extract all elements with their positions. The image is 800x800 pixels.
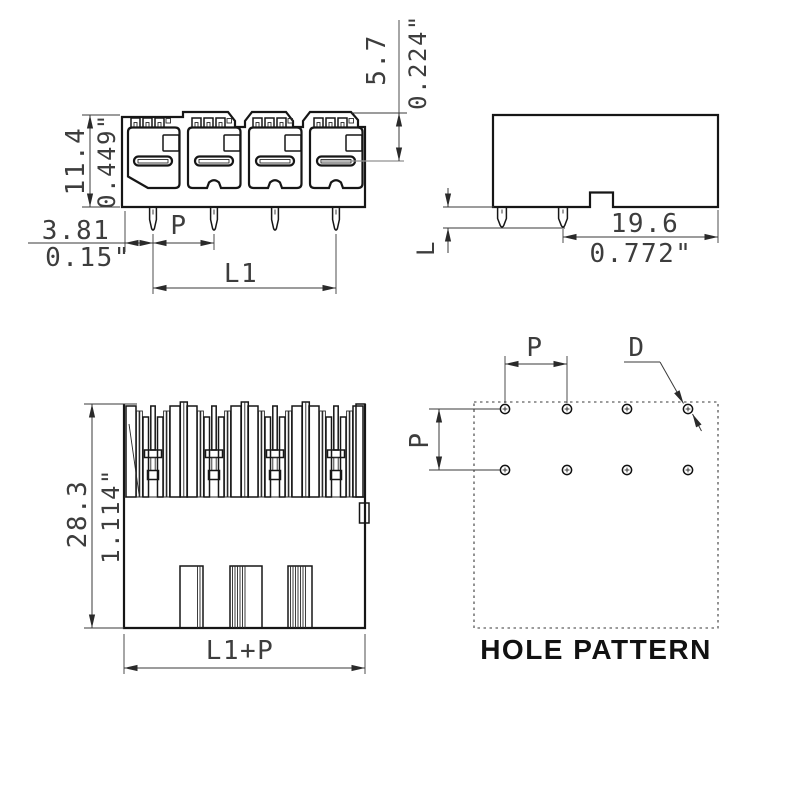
mated-height-mm-label: 28.3 [63,480,93,549]
dim-hole-diameter: D [624,333,702,432]
hole-pitch-h-label: P [526,333,543,363]
hole-pattern-view: P P D HOLE PATTERN [405,333,719,665]
front-height-mm-label: 11.4 [61,127,91,196]
cell-1-outline [126,126,181,190]
dim-mate-depth: 5.7 0.224" [320,14,432,162]
comb-diagonal-line [128,423,140,495]
dim-front-height: 11.4 0.449" [61,113,121,209]
dim-pin-length: L [412,188,565,256]
dim-mated-height: 28.3 1.114" [63,403,137,629]
mated-comb-cells [125,401,366,498]
pin-length-label: L [412,240,440,256]
comb-right-wall [355,403,366,498]
side-pins [496,206,569,228]
cell-4-outline [308,126,364,190]
hole-pattern-title: HOLE PATTERN [480,634,712,665]
holes [499,403,694,476]
dim-pin-offset: 3.81 0.15" [28,211,153,273]
mate-depth-mm-label: 5.7 [362,34,392,85]
pcb-outline-dashed [473,401,719,629]
pin-offset-mm-label: 3.81 [42,216,111,246]
mated-latches [179,565,313,629]
side-view: L 19.6 0.772" [412,113,720,269]
front-pitch-label: P [170,211,187,241]
mated-height-in-label: 1.114" [97,468,125,564]
front-span-label: L1 [224,259,258,289]
castellation-teeth [130,117,354,129]
cell-3-outline [247,126,303,190]
hole-diameter-label: D [628,333,645,363]
contact-cells [126,126,364,190]
mated-view: 28.3 1.114" L1+P [63,401,370,674]
dim-hole-pitch-vertical: P [405,408,500,471]
pin-offset-in-label: 0.15" [45,243,131,273]
side-body-outline [491,113,720,209]
side-latch-tab [358,502,370,524]
dim-front-pitch: P [152,211,215,294]
hole-pitch-v-label: P [405,431,435,448]
cell-3-details [254,133,303,167]
front-body-outline [120,110,367,209]
cell-2-outline [186,126,242,190]
dim-front-span: L1 [153,234,337,294]
side-depth-in-label: 0.772" [590,239,693,269]
mated-width-label: L1+P [206,636,275,666]
dim-hole-pitch-horizontal: P [504,333,568,403]
cell-1-details [132,133,181,167]
front-height-in-label: 0.449" [93,113,121,209]
dim-mated-width: L1+P [123,634,366,674]
mate-depth-in-label: 0.224" [404,14,432,110]
side-depth-mm-label: 19.6 [611,209,680,239]
front-view: 11.4 0.449" 3.81 0.15" P L1 [28,14,432,294]
cell-2-details [193,133,242,167]
dim-side-depth: 19.6 0.772" [562,209,719,269]
